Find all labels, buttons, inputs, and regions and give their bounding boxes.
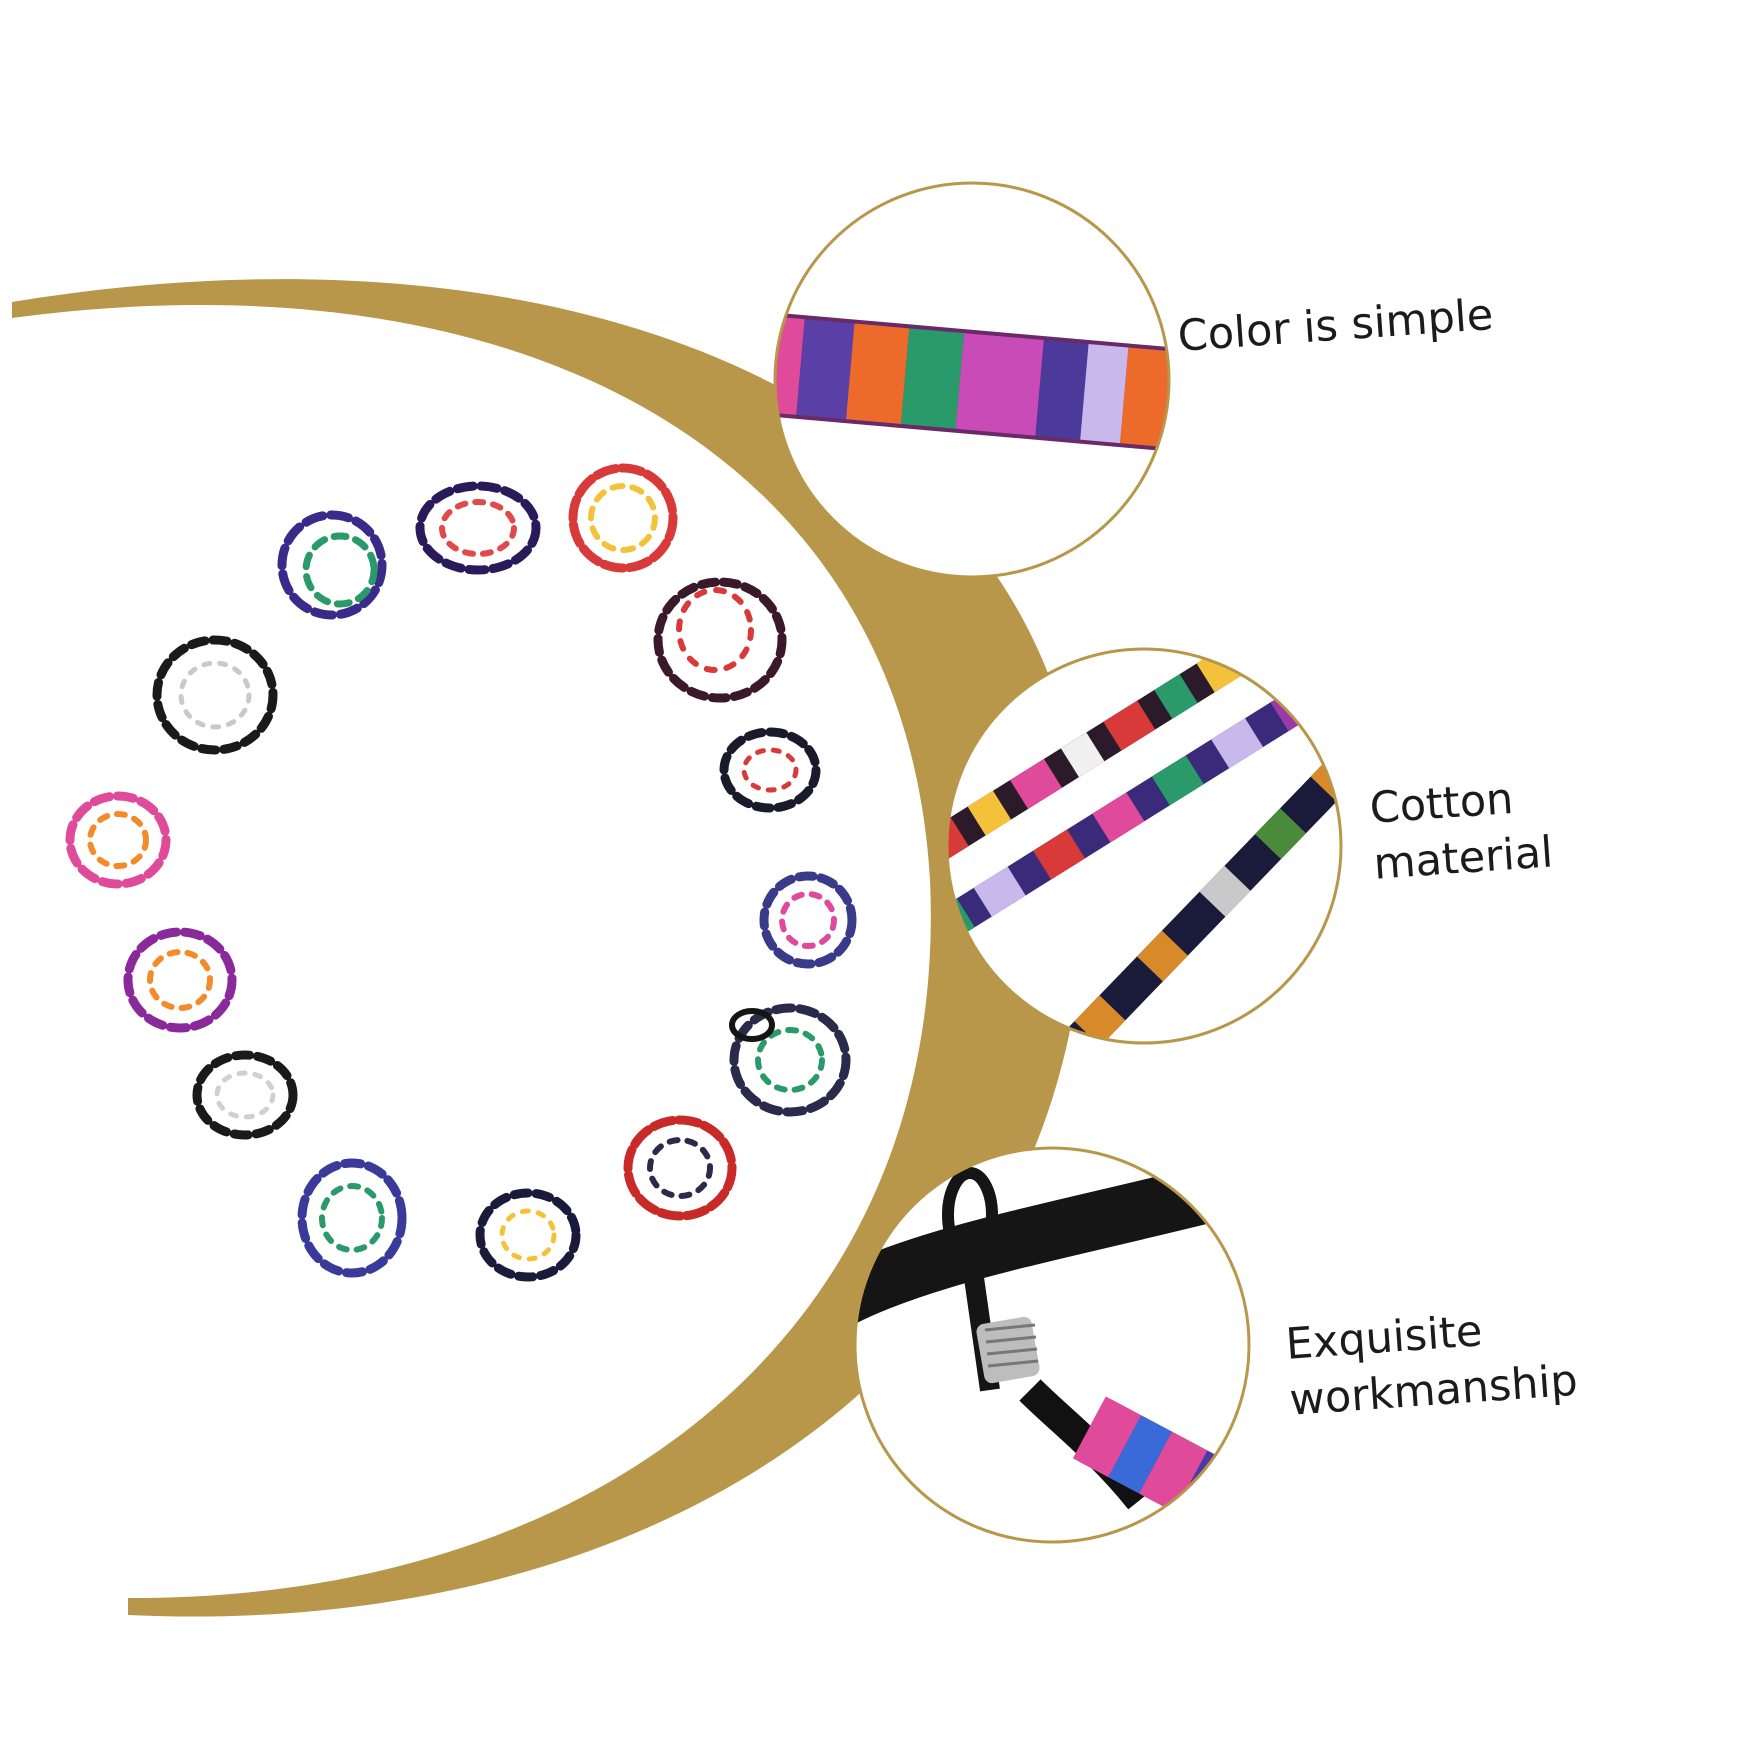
- lanyard-coil: [65, 791, 171, 889]
- strap-closeup-pink: [775, 310, 1169, 455]
- lanyard-coil: [759, 871, 857, 969]
- lanyard-coil: [623, 1115, 737, 1221]
- lanyard-coil: [297, 1158, 407, 1278]
- zoom-circle-color: [773, 181, 1171, 579]
- lanyard-coil: [568, 463, 678, 573]
- lanyard-coil: [415, 481, 541, 575]
- lanyard-ring: [65, 463, 857, 1282]
- feature-label-workmanship: Exquisite workmanship: [1284, 1298, 1580, 1430]
- lanyard-coil: [475, 1188, 581, 1282]
- lanyard-coil: [152, 635, 278, 755]
- lanyard-coil: [729, 1003, 851, 1117]
- strap-closeup-three-cords: [947, 649, 1341, 1043]
- lanyard-coil: [192, 1050, 298, 1140]
- lanyard-coil: [123, 927, 237, 1033]
- lanyard-coil: [729, 1008, 775, 1042]
- zoom-circle-cotton: [945, 647, 1343, 1045]
- lanyard-coil: [719, 727, 821, 813]
- lanyard-coil: [277, 510, 387, 620]
- lanyard-coil: [653, 577, 787, 703]
- feature-label-cotton: Cotton material: [1368, 769, 1555, 893]
